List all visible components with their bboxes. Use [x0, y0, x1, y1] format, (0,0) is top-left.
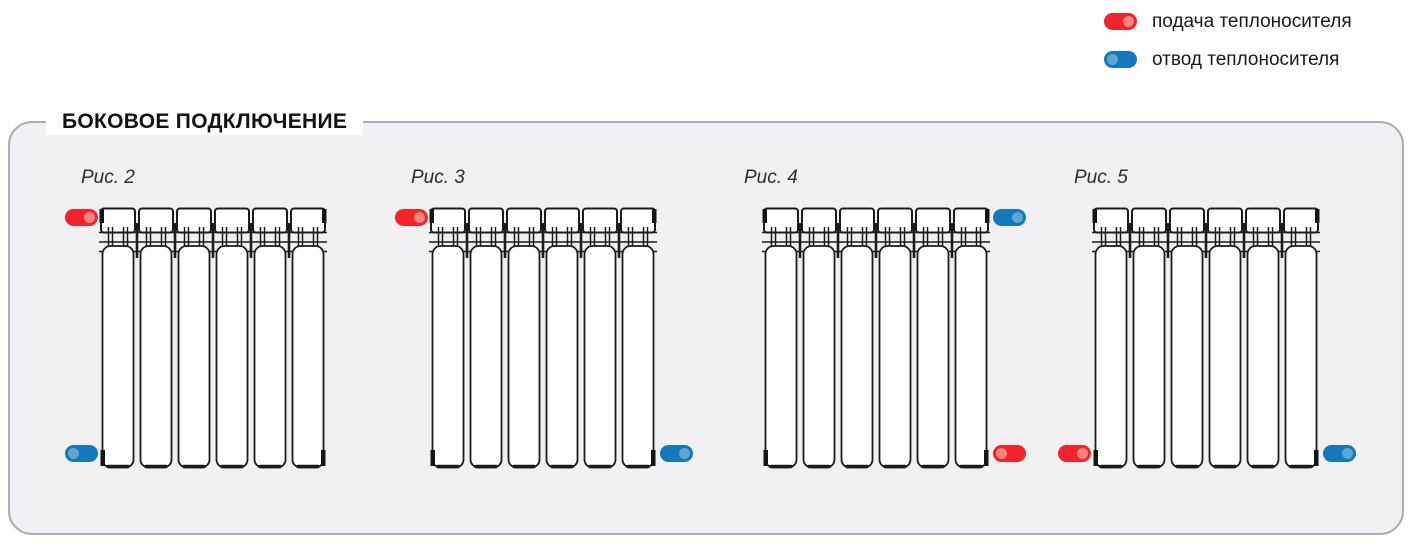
figure-3-label: Рис. 3 [411, 167, 465, 188]
figure-2: Рис. 2 [65, 167, 327, 470]
legend: подача теплоносителя отвод теплоносителя [1104, 11, 1352, 70]
side-connection-panel: БОКОВОЕ ПОДКЛЮЧЕНИЕ Рис. 2 Рис. 3 Рис. 4… [8, 108, 1404, 535]
legend-supply-label: подача теплоносителя [1152, 11, 1352, 32]
supply-connector-icon [65, 209, 98, 226]
radiator-illustration [99, 206, 327, 470]
legend-item-return: отвод теплоносителя [1104, 49, 1352, 70]
figure-4: Рис. 4 [744, 167, 1026, 470]
radiator-illustration [429, 206, 657, 470]
supply-connector-icon [993, 445, 1026, 462]
supply-connector-icon [1058, 445, 1091, 462]
figure-3: Рис. 3 [395, 167, 693, 470]
return-connector-icon [660, 445, 693, 462]
legend-item-supply: подача теплоносителя [1104, 11, 1352, 32]
return-marker-icon [1104, 51, 1137, 68]
legend-return-label: отвод теплоносителя [1152, 49, 1340, 70]
return-connector-icon [993, 209, 1026, 226]
radiator-illustration [1092, 206, 1320, 470]
supply-connector-icon [395, 209, 428, 226]
supply-marker-icon [1104, 13, 1137, 30]
return-connector-icon [65, 445, 98, 462]
figure-5-label: Рис. 5 [1074, 167, 1128, 188]
figure-4-label: Рис. 4 [744, 167, 798, 188]
figure-5: Рис. 5 [1058, 167, 1356, 470]
return-connector-icon [1323, 445, 1356, 462]
figure-2-label: Рис. 2 [81, 167, 135, 188]
radiator-illustration [762, 206, 990, 470]
panel-title: БОКОВОЕ ПОДКЛЮЧЕНИЕ [46, 108, 364, 135]
